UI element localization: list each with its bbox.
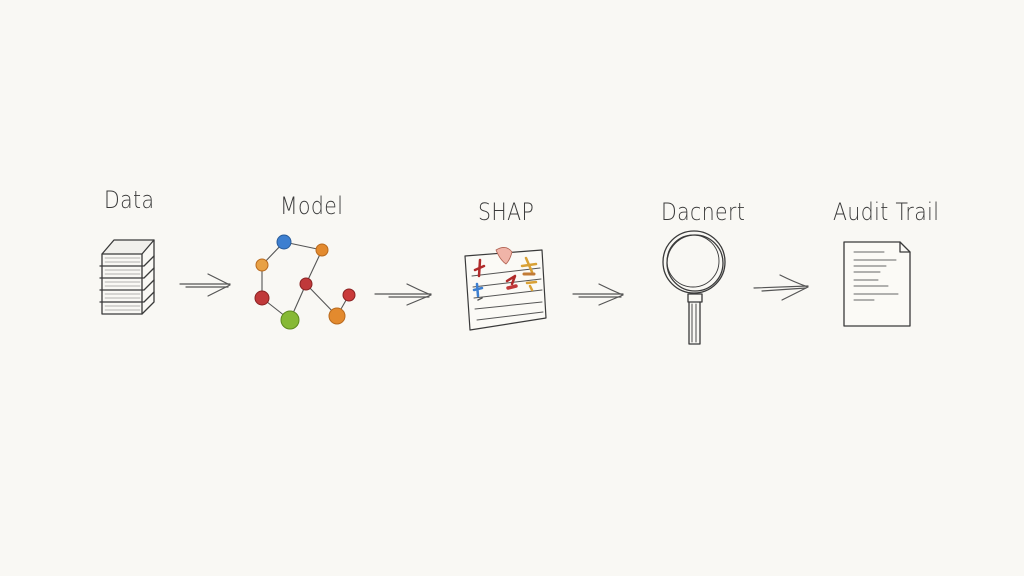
- node-orange: [328, 307, 346, 325]
- node-orange: [315, 243, 329, 257]
- node-orange: [255, 258, 269, 272]
- arrow-right-icon: [179, 273, 231, 297]
- stage-label-model: Model: [280, 192, 344, 220]
- node-red: [254, 290, 270, 306]
- stage-label-dacnert: Dacnert: [661, 198, 746, 226]
- document-icon: [843, 241, 911, 327]
- arrow-right-icon: [753, 274, 809, 301]
- stage-label-audit-trail: Audit Trail: [833, 198, 940, 226]
- node-red: [299, 277, 313, 291]
- stacked-layers-icon: [99, 239, 155, 315]
- arrow-right-icon: [374, 283, 432, 306]
- feature-attribution-chart-icon: [464, 247, 547, 331]
- magnifying-glass-icon: [662, 230, 726, 345]
- node-red: [342, 288, 356, 302]
- stage-label-data: Data: [104, 186, 155, 214]
- arrow-right-icon: [572, 283, 624, 306]
- node-blue: [276, 234, 292, 250]
- network-graph-icon: [254, 234, 356, 330]
- node-green: [280, 310, 300, 330]
- stage-label-shap: SHAP: [478, 198, 535, 226]
